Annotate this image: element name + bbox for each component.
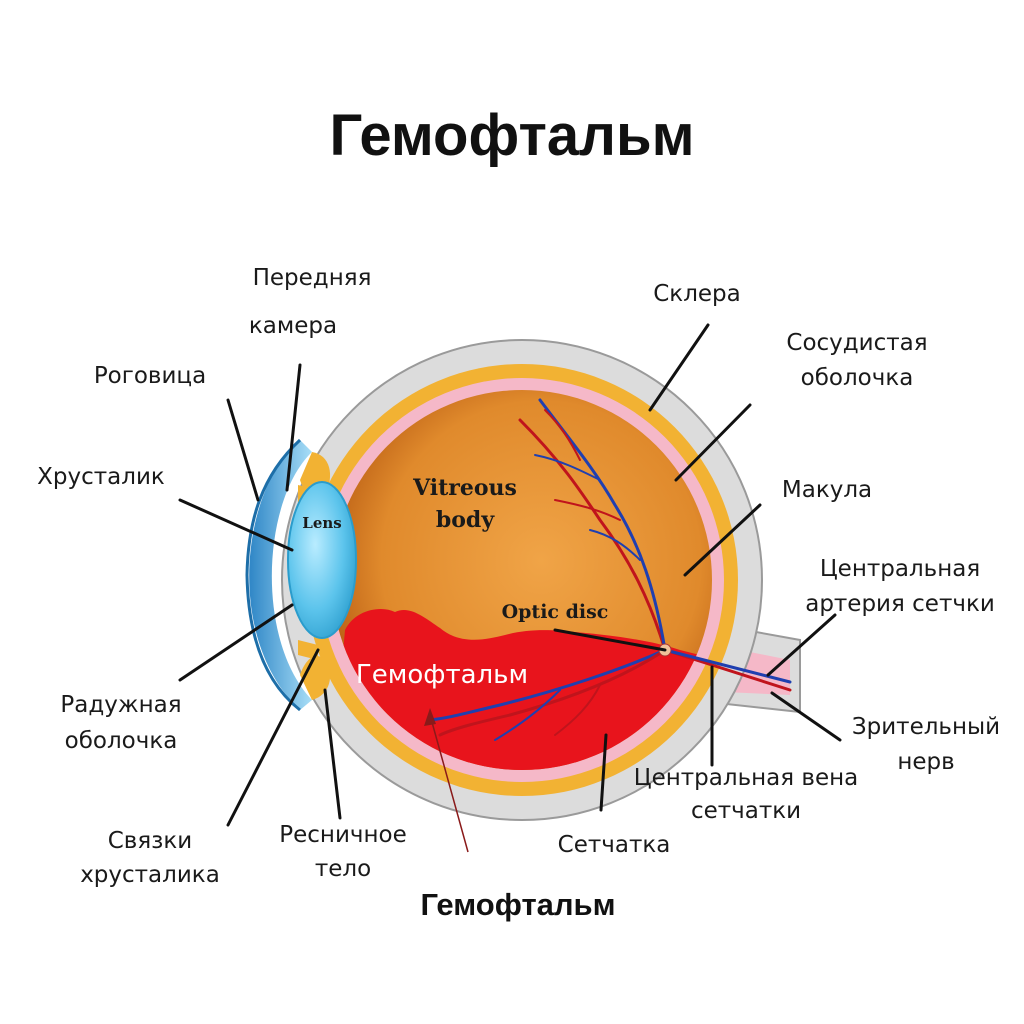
bottom-caption: Гемофтальм [420, 887, 615, 922]
label-macula: Макула [782, 477, 872, 503]
iris-bottom [298, 640, 318, 660]
optic-disc-label: Optic disc [502, 601, 609, 623]
label-zonule-1: Связки [108, 828, 193, 854]
retinal-vessels [428, 398, 792, 741]
label-iris-2: оболочка [65, 728, 178, 754]
label-anterior-chamber-2: камера [249, 313, 337, 339]
ciliary-body-bottom [300, 655, 331, 700]
vitreous-label-2: body [436, 507, 495, 533]
page-title: Гемофтальм [329, 103, 694, 168]
label-zonule-2: хрусталика [80, 862, 220, 888]
label-nerve-2: нерв [897, 749, 954, 775]
label-vein-2: сетчатки [691, 798, 801, 824]
label-nerve-1: Зрительный [852, 714, 1000, 740]
label-iris-1: Радужная [60, 692, 181, 718]
lens-label: Lens [302, 514, 341, 532]
label-choroid-1: Сосудистая [786, 330, 927, 356]
cornea [249, 440, 312, 710]
label-anterior-chamber-1: Передняя [253, 265, 372, 291]
label-ciliary-2: тело [315, 856, 371, 882]
anterior-segment [245, 438, 357, 712]
label-artery-1: Центральная [820, 556, 980, 582]
label-sclera: Склера [653, 281, 741, 307]
label-ciliary-1: Ресничное [279, 822, 407, 848]
vitreous-label-1: Vitreous [412, 475, 517, 501]
hemorrhage-label: Гемофтальм [356, 660, 528, 690]
label-vein-1: Центральная вена [634, 765, 859, 791]
lens [287, 481, 357, 639]
label-choroid-2: оболочка [801, 365, 914, 391]
label-artery-2: артерия сетчки [805, 591, 995, 617]
label-cornea: Роговица [94, 363, 206, 389]
label-retina: Сетчатка [558, 832, 671, 858]
label-lens: Хрусталик [37, 464, 165, 490]
leader-lines [178, 323, 842, 853]
